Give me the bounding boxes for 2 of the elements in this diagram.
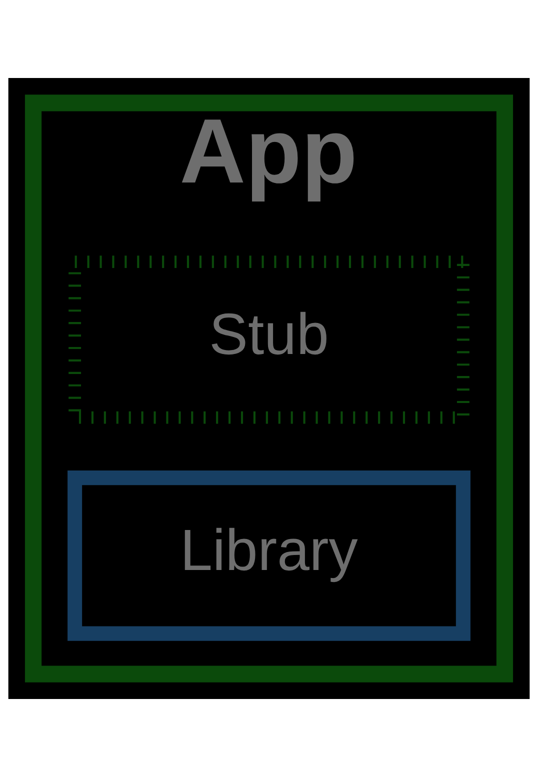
node-box: Library xyxy=(68,470,470,641)
node-box: Stub xyxy=(68,256,470,424)
